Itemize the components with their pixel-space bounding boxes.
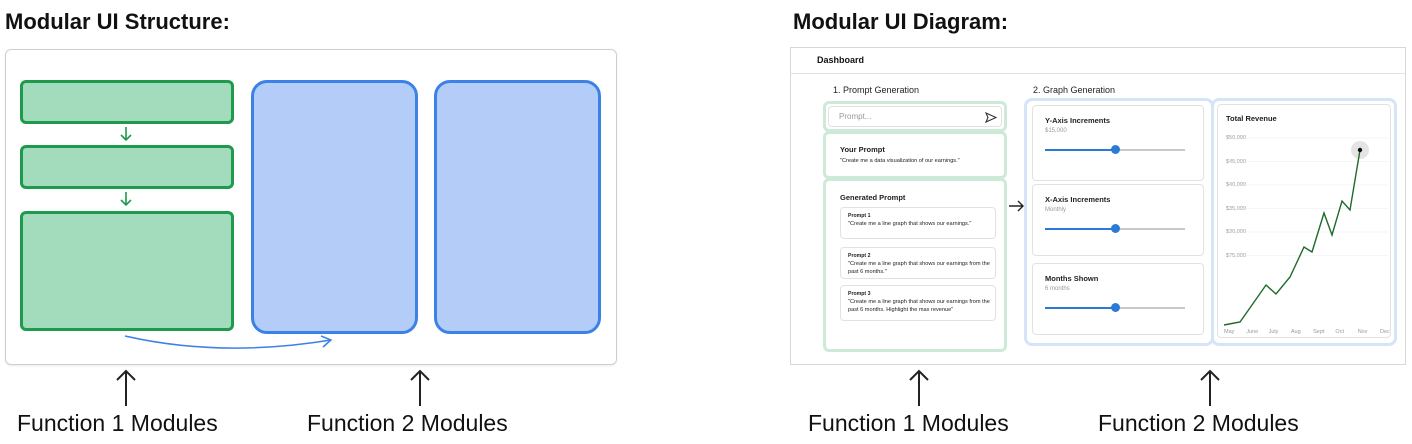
generated-prompt-module: Generated Prompt Prompt 1 "Create me a l… <box>823 178 1007 352</box>
prompt-item-label: Prompt 1 <box>848 213 871 219</box>
curved-arrow-icon <box>124 335 333 349</box>
down-arrow-icon <box>120 127 132 142</box>
up-arrow-icon <box>116 369 136 406</box>
section-prompt-generation: 1. Prompt Generation <box>833 85 920 95</box>
prompt-item-text: "Create me a line graph that shows our e… <box>848 261 990 275</box>
left-function2-label: Function 2 Modules <box>307 410 508 436</box>
up-arrow-icon <box>909 369 929 406</box>
x-axis-value: Monthly <box>1045 207 1067 213</box>
months-shown-value: 6 months <box>1045 286 1070 292</box>
prompt-input[interactable]: Prompt... <box>828 106 1002 127</box>
revenue-line-plot <box>1223 137 1388 326</box>
right-function2-label: Function 2 Modules <box>1098 410 1299 436</box>
left-title: Modular UI Structure: <box>5 9 230 34</box>
function2-module-1 <box>251 80 418 334</box>
right-function1-label: Function 1 Modules <box>808 410 1009 436</box>
generated-prompt-title: Generated Prompt <box>840 193 906 202</box>
your-prompt-card: Your Prompt "Create me a data visualizat… <box>828 136 1002 174</box>
y-axis-title: Y-Axis Increments <box>1045 116 1111 125</box>
x-tick-label: Aug <box>1290 329 1301 335</box>
total-revenue-chart: Total Revenue $50,000$45,000$40,000$35,0… <box>1217 104 1391 338</box>
max-revenue-point <box>1357 147 1363 153</box>
y-axis-control: Y-Axis Increments $15,000 <box>1032 105 1204 181</box>
generated-prompt-item[interactable]: Prompt 3 "Create me a line graph that sh… <box>840 285 996 321</box>
structure-panel <box>5 49 617 365</box>
up-arrow-icon <box>410 369 430 406</box>
dashboard-mock: Dashboard 1. Prompt Generation 2. Graph … <box>790 47 1406 365</box>
x-axis-control: X-Axis Increments Monthly <box>1032 184 1204 256</box>
prompt-input-module: Prompt... <box>823 101 1007 132</box>
section-graph-generation: 2. Graph Generation <box>1033 85 1116 95</box>
x-tick-label: July <box>1268 329 1279 335</box>
months-shown-title: Months Shown <box>1045 274 1099 283</box>
x-tick-label: Oct <box>1335 329 1344 335</box>
left-function1-label: Function 1 Modules <box>17 410 218 436</box>
function1-module-3 <box>20 211 234 331</box>
x-tick-label: June <box>1246 329 1259 335</box>
slider-knob[interactable] <box>1110 303 1120 312</box>
generated-prompt-item[interactable]: Prompt 2 "Create me a line graph that sh… <box>840 247 996 279</box>
revenue-line <box>1223 149 1361 326</box>
prompt-item-label: Prompt 2 <box>848 253 871 259</box>
slider-knob[interactable] <box>1110 224 1120 233</box>
x-axis-title: X-Axis Increments <box>1045 195 1111 204</box>
slider-knob[interactable] <box>1110 145 1120 154</box>
x-axis-slider[interactable] <box>1045 223 1185 235</box>
down-arrow-icon <box>120 192 132 207</box>
your-prompt-title: Your Prompt <box>840 145 885 154</box>
prompt-item-text: "Create me a line graph that shows our e… <box>848 299 990 313</box>
your-prompt-text: "Create me a data visualization of our e… <box>840 158 960 164</box>
graph-controls-module: Y-Axis Increments $15,000 X-Axis Increme… <box>1024 98 1214 346</box>
y-axis-value: $15,000 <box>1045 128 1067 134</box>
function1-module-1 <box>20 80 234 124</box>
x-tick-label: May <box>1224 329 1235 335</box>
generated-prompt-item[interactable]: Prompt 1 "Create me a line graph that sh… <box>840 207 996 239</box>
x-tick-label: Dec <box>1380 329 1390 335</box>
function1-module-2 <box>20 145 234 189</box>
dashboard-header: Dashboard <box>791 48 1405 74</box>
up-arrow-icon <box>1200 369 1220 406</box>
prompt-placeholder: Prompt... <box>839 112 872 121</box>
function2-module-2 <box>434 80 601 334</box>
right-title: Modular UI Diagram: <box>793 9 1009 34</box>
y-axis-slider[interactable] <box>1045 144 1185 156</box>
x-tick-label: Sept <box>1313 329 1325 335</box>
x-tick-label: Nov <box>1357 329 1368 335</box>
chart-title: Total Revenue <box>1226 114 1277 123</box>
your-prompt-module: Your Prompt "Create me a data visualizat… <box>823 131 1007 179</box>
months-shown-control: Months Shown 6 months <box>1032 263 1204 335</box>
prompt-item-label: Prompt 3 <box>848 291 871 297</box>
dashboard-title: Dashboard <box>817 55 865 65</box>
prompt-item-text: "Create me a line graph that shows our e… <box>848 221 972 227</box>
months-shown-slider[interactable] <box>1045 302 1185 314</box>
right-arrow-icon <box>1009 200 1024 212</box>
send-icon[interactable] <box>984 111 997 124</box>
chart-module: Total Revenue $50,000$45,000$40,000$35,0… <box>1211 98 1397 346</box>
